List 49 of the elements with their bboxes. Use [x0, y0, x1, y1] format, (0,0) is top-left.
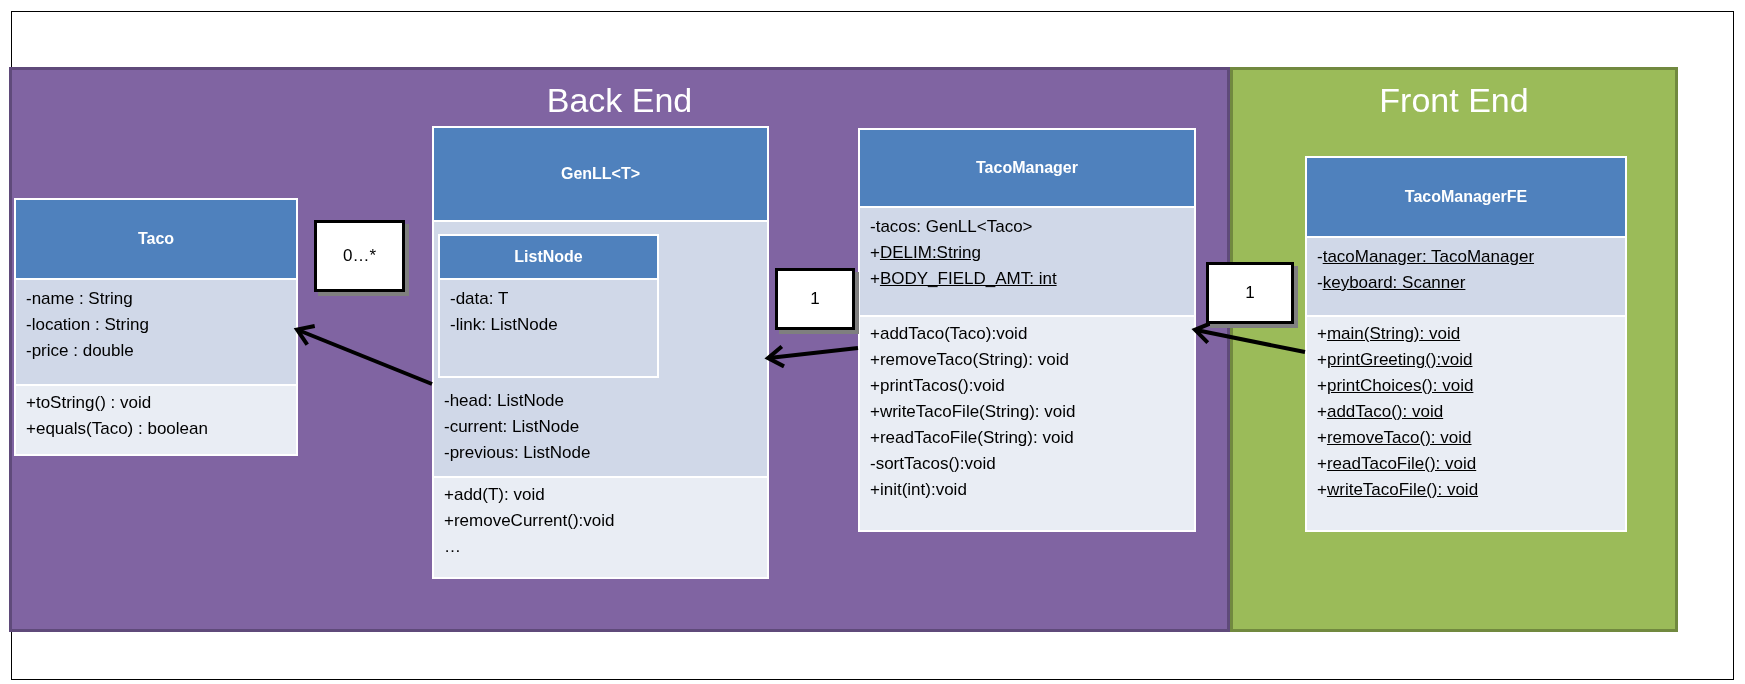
class-member: -current: ListNode: [443, 416, 581, 438]
class-member: -previous: ListNode: [443, 442, 592, 464]
class-name: Taco: [137, 229, 175, 249]
class-name: ListNode: [514, 247, 583, 267]
class-member: +add(T): void: [443, 484, 546, 506]
class-member: +BODY_FIELD_AMT: int: [869, 268, 1058, 290]
association-arrow: [1193, 320, 1306, 354]
association-arrow: [295, 323, 433, 386]
class-member: +addTaco(Taco):void: [869, 323, 1029, 345]
class-member: +DELIM:String: [869, 242, 983, 264]
class-member: …: [443, 536, 462, 558]
class-member: +removeTaco(String): void: [869, 349, 1070, 371]
class-member: +removeTaco(): void: [1316, 427, 1473, 449]
class-member: -tacoManager: TacoManager: [1316, 246, 1536, 268]
panel-title: Front End: [1378, 80, 1530, 120]
class-member: -location : String: [25, 314, 150, 336]
uml-class-box: [14, 198, 298, 456]
class-member: +printGreeting():void: [1316, 349, 1474, 371]
uml-class-box: [1305, 156, 1627, 532]
class-member: +writeTacoFile(String): void: [869, 401, 1077, 423]
class-member: +printChoices(): void: [1316, 375, 1475, 397]
class-member: -name : String: [25, 288, 134, 310]
class-member: -link: ListNode: [449, 314, 559, 336]
class-member: +printTacos():void: [869, 375, 1006, 397]
class-member: +writeTacoFile(): void: [1316, 479, 1480, 501]
class-member: -price : double: [25, 340, 135, 362]
class-name: TacoManagerFE: [1404, 187, 1528, 207]
class-name: TacoManager: [976, 158, 1078, 178]
class-member: +equals(Taco) : boolean: [25, 418, 209, 440]
association-arrow: [766, 344, 859, 369]
class-member: +addTaco(): void: [1316, 401, 1445, 423]
class-member: +readTacoFile(): void: [1316, 453, 1478, 475]
group-panel: [1230, 67, 1678, 632]
class-member: -data: T: [449, 288, 510, 310]
class-name: GenLL<T>: [560, 164, 641, 184]
class-member: -keyboard: Scanner: [1316, 272, 1467, 294]
group-panel: [9, 67, 1230, 632]
uml-class-box: [438, 234, 659, 378]
panel-title: Back End: [545, 80, 694, 120]
uml-class-box: [432, 126, 769, 579]
class-member: -head: ListNode: [443, 390, 566, 412]
class-member: +toString() : void: [25, 392, 153, 414]
class-member: +main(String): void: [1316, 323, 1462, 345]
class-member: -tacos: GenLL<Taco>: [869, 216, 1034, 238]
class-member: +init(int):void: [869, 479, 968, 501]
class-member: -sortTacos():void: [869, 453, 997, 475]
uml-class-box: [858, 128, 1196, 532]
class-member: +removeCurrent():void: [443, 510, 616, 532]
class-member: +readTacoFile(String): void: [869, 427, 1075, 449]
